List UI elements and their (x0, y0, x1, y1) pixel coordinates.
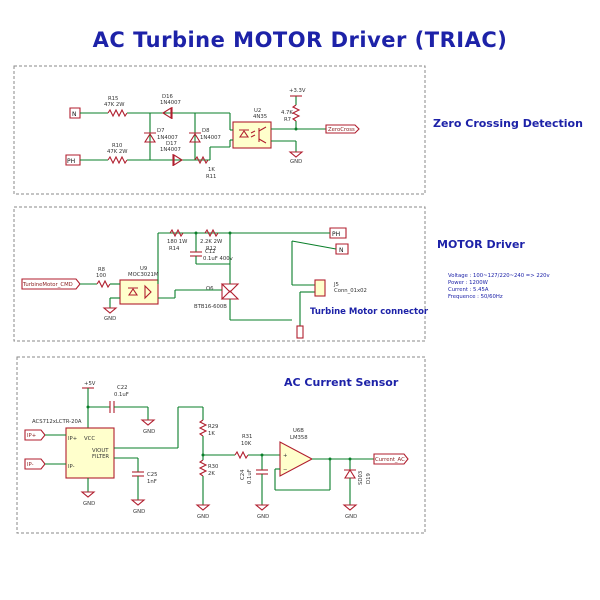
md-gnd: GND (104, 316, 116, 322)
acs712-vcc: VCC (84, 436, 95, 442)
r31-value: 10K (241, 441, 252, 447)
r10-ref: R10 (112, 143, 123, 149)
ip-plus-port: IP+ (27, 433, 36, 439)
r12-value: 2.2K 2W (200, 239, 223, 245)
md-n-label: N (339, 247, 344, 254)
d8-value: 1N4007 (200, 135, 221, 141)
r12-ref: R12 (206, 246, 216, 252)
page-title: AC Turbine MOTOR Driver (TRIAC) (92, 28, 508, 52)
c22-ref: C22 (117, 385, 127, 391)
zero-cross-circuit: N PH R15 47K 2W R10 47K 2W D16 1N4007 D7… (65, 88, 360, 180)
spec-frequency: Frequence : 50/60Hz (448, 294, 503, 300)
c22-value: 0.1uF (114, 392, 129, 398)
current-sensor-circuit: +5V GND C22 0.1uF ACS712xLCTR-20A VCC VI… (24, 381, 409, 520)
motor-driver-heading: MOTOR Driver (437, 238, 525, 251)
opamp-plus: + (283, 453, 287, 459)
acs712-viout: VIOUT (92, 448, 109, 454)
spec-current: Current : 5.45A (448, 287, 489, 293)
c25-ref: C25 (147, 472, 157, 478)
acs712-body (65, 427, 115, 479)
opamp-minus: − (283, 467, 287, 473)
c24-value: 0.1uF (247, 469, 253, 484)
r7-ref: R7 (284, 117, 291, 123)
cs-5v: +5V (84, 381, 96, 387)
cs-gnd-5: GND (257, 514, 269, 520)
u6-value: LM358 (290, 435, 308, 441)
c25-value: 1nF (147, 479, 157, 485)
ph-label: PH (67, 158, 75, 165)
r31-ref: R31 (242, 434, 252, 440)
u9-body (119, 279, 159, 305)
r30-ref: R30 (208, 464, 219, 470)
c24-ref: C24 (240, 469, 246, 480)
r29-value: 1K (208, 431, 215, 437)
r15-ref: R15 (108, 96, 118, 102)
current-sensor-heading: AC Current Sensor (284, 376, 399, 389)
cs-gnd-4: GND (197, 514, 209, 520)
r14-value: 180 1W (167, 239, 188, 245)
r8-value: 100 (96, 273, 107, 279)
r7-value: 4.7K (281, 110, 293, 116)
r11-value: 1K (208, 167, 215, 173)
r14-ref: R14 (169, 246, 180, 252)
r10-value: 47K 2W (107, 149, 128, 155)
r8-ref: R8 (98, 267, 106, 273)
md-ph-label: PH (332, 231, 340, 238)
acs712-ip-minus: IP- (68, 464, 75, 470)
cs-gnd-6: GND (345, 514, 357, 520)
c12-value: 0.1uF 400v (203, 256, 233, 262)
current-ac-out: Current_AC (375, 457, 405, 463)
d16-ref: D16 (162, 94, 173, 100)
r15-value: 47K 2W (104, 102, 125, 108)
c12-ref: C12 (205, 249, 215, 255)
d16-value: 1N4007 (160, 100, 181, 106)
u9-value: MOC3021M (128, 272, 159, 278)
current-sensor-frame (16, 356, 426, 534)
spec-voltage: Voltage : 100~127/220~240 => 220v (448, 273, 550, 279)
cs-gnd-3: GND (133, 509, 145, 515)
d7-value: 1N4007 (157, 135, 178, 141)
cs-gnd-1: GND (143, 429, 155, 435)
zero-cross-heading: Zero Crossing Detection (433, 117, 583, 130)
u9-ref: U9 (140, 266, 147, 272)
u6-ref: U6B (293, 428, 304, 434)
r29-ref: R29 (208, 424, 218, 430)
cs-gnd-2: GND (83, 501, 95, 507)
q6-ref: Q6 (206, 286, 214, 292)
motor-cmd-input: TurbineMotor_CMD (22, 282, 73, 288)
acs712-filter: FILTER (92, 454, 109, 460)
motor-driver-frame (13, 206, 426, 342)
u2-ref: U2 (254, 108, 261, 114)
zero-cross-out: ZeroCross (328, 127, 355, 133)
j5-body (314, 279, 326, 297)
motor-driver-circuit: PH N 180 1W R14 2.2K 2W R12 C12 0.1uF 40… (21, 227, 429, 339)
n-label: N (72, 111, 77, 118)
diode-ref-2: D19 (366, 473, 372, 484)
acs712-ref: ACS712xLCTR-20A (32, 419, 82, 425)
d8-ref: D8 (202, 128, 210, 134)
zc-gnd: GND (290, 159, 302, 165)
u2-value: 4N35 (253, 114, 267, 120)
zc-3v3: +3.3V (289, 88, 306, 94)
d7-ref: D7 (157, 128, 164, 134)
u2-body (232, 121, 272, 149)
r30-value: 2K (208, 471, 215, 477)
j5-ref: J5 (333, 282, 339, 288)
d17-ref: D17 (166, 141, 177, 147)
motor-connector-label: Turbine Motor connector (310, 307, 429, 317)
j5-value: Conn_01x02 (334, 288, 367, 294)
diode-ref: SD03 (358, 471, 364, 485)
acs712-ip-plus: IP+ (68, 436, 77, 442)
opamp-body (279, 441, 314, 477)
q6-value: BTB16-600B (194, 304, 227, 310)
zero-cross-frame (13, 65, 426, 195)
d17-value: 1N4007 (160, 147, 181, 153)
r11-ref: R11 (206, 174, 216, 180)
ip-minus-port: IP- (27, 462, 34, 468)
spec-power: Power : 1200W (448, 280, 489, 286)
